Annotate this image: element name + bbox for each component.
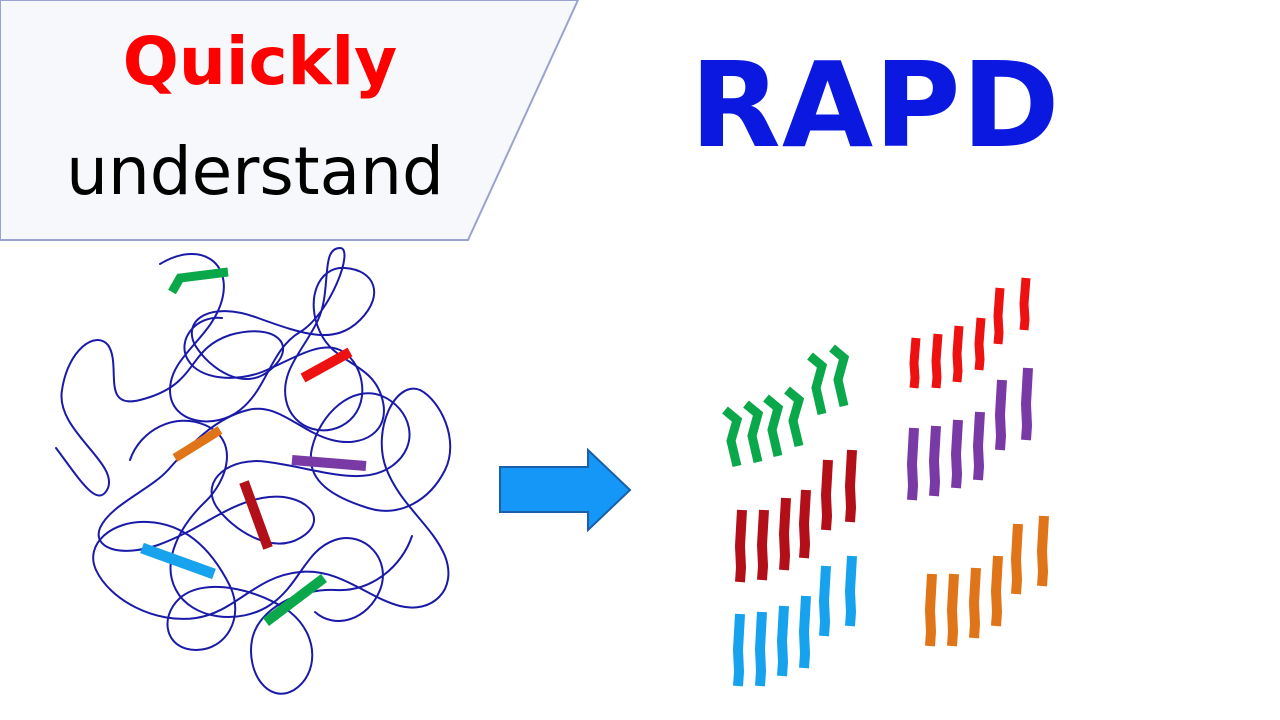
primer-marker-purple xyxy=(291,455,367,471)
fragment-band xyxy=(763,394,784,458)
fragment-group-darkred xyxy=(734,449,857,583)
page-title: RAPD xyxy=(690,36,1061,174)
headline-quickly: Quickly xyxy=(122,23,398,100)
fragment-band xyxy=(1020,367,1033,441)
fragment-band xyxy=(732,613,745,687)
fragment-band xyxy=(798,489,811,559)
fragment-group-green xyxy=(722,344,850,468)
primer-marker-red xyxy=(300,347,353,383)
right-arrow-icon xyxy=(499,447,632,533)
fragment-band xyxy=(968,567,981,639)
fragment-group-purple xyxy=(906,367,1033,501)
fragment-band xyxy=(818,565,831,637)
fragment-band xyxy=(722,406,743,468)
fragment-band xyxy=(974,317,986,371)
fragment-band xyxy=(798,595,811,669)
fragment-band xyxy=(924,573,937,647)
fragment-band xyxy=(734,509,747,583)
fragment-band xyxy=(990,555,1003,627)
fragment-band xyxy=(946,573,959,647)
fragment-band xyxy=(754,611,767,687)
fragment-band xyxy=(1010,523,1023,595)
primer-markers xyxy=(140,267,367,626)
fragment-band xyxy=(993,287,1005,345)
dna-strand-path xyxy=(92,387,450,695)
dna-strand-path xyxy=(159,246,364,432)
fragment-band xyxy=(778,497,791,571)
fragment-band xyxy=(928,425,941,497)
fragment-band xyxy=(950,419,963,489)
primer-marker-green xyxy=(168,267,229,295)
primer-marker-blue xyxy=(140,542,216,580)
fragment-band xyxy=(1019,277,1031,331)
fragment-band xyxy=(844,449,857,523)
fragment-band xyxy=(909,337,921,389)
fragment-band xyxy=(906,427,919,501)
fragment-group-red xyxy=(909,277,1031,389)
fragment-band xyxy=(952,325,964,383)
fragment-band xyxy=(784,386,805,448)
banner-tag xyxy=(0,0,580,241)
fragment-band xyxy=(1036,515,1049,587)
fragment-band xyxy=(756,509,769,581)
fragment-band xyxy=(829,344,850,408)
primer-marker-green-2 xyxy=(262,574,328,626)
primer-marker-darkred xyxy=(239,480,273,550)
primer-marker-orange xyxy=(172,426,223,462)
fragment-band xyxy=(931,333,943,389)
dna-strand-icon xyxy=(55,246,452,695)
fragment-group-blue xyxy=(732,555,857,687)
fragment-group-orange xyxy=(924,515,1049,647)
banner-shape xyxy=(0,0,580,241)
fragment-band xyxy=(972,411,985,481)
fragment-band xyxy=(743,400,764,464)
fragment-band xyxy=(844,555,857,627)
headline-understand: understand xyxy=(66,133,444,210)
dna-strand-path xyxy=(55,266,452,552)
fragment-band xyxy=(820,459,833,531)
fragment-band xyxy=(776,605,789,677)
fragment-band xyxy=(994,379,1007,451)
fragment-band xyxy=(807,352,828,416)
